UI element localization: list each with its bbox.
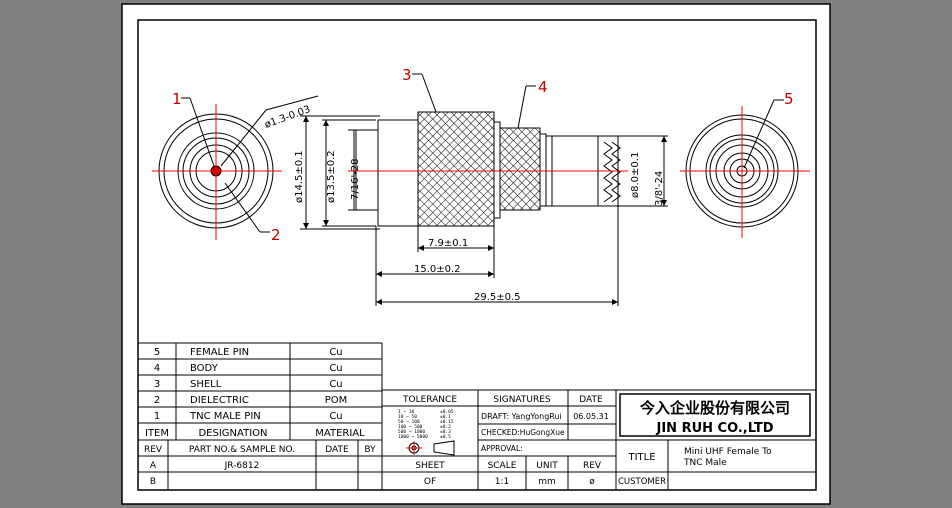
dim-od-13-5: ø13.5±0.2 [326,150,337,203]
bom-material: POM [325,395,348,406]
company-box [619,393,811,437]
bom-header-item: ITEM [145,428,169,439]
unit-value: mm [538,477,556,487]
tolerance-range: 1000 ~ 5000 [398,434,428,440]
bom-rows: 5 FEMALE PIN Cu 4 BODY Cu 3 SHELL Cu 2 D… [145,347,365,439]
part-header: PART NO.& SAMPLE NO. [189,445,295,455]
scale-label: SCALE [488,461,517,471]
company-name-en: JIN RUH CO.,LTD [655,421,773,436]
dim-thread-tnc: 3/8'-24 [654,171,665,206]
bom-item: 4 [154,363,160,374]
bom-material: Cu [329,379,342,390]
tolerance-value: ±0.5 [440,434,451,440]
tolerance-list: 1 ~ 10 ±0.05 10 ~ 50 ±0.1 50 ~ 100 ±0.15… [398,409,454,440]
callout-1-label: 1 [172,90,182,108]
checked-signature: CHECKED:HuGongXue [481,428,565,437]
right-end-view [680,99,810,238]
bom-item: 5 [154,347,160,358]
callout-4-label: 4 [538,78,548,96]
tolerance-range: 10 ~ 50 [398,414,417,420]
part-number: JR-6812 [224,461,260,471]
dim-len-29-5: 29.5±0.5 [474,292,521,303]
bom-material: Cu [329,363,342,374]
callout-5-label: 5 [784,90,794,108]
rev-row-a: A [150,461,157,471]
dim-len-7-9: 7.9±0.1 [428,238,468,249]
bom-designation: DIELECTRIC [190,395,249,406]
bom-item: 1 [154,411,160,422]
title-value-line-1: Mini UHF Female To [684,447,772,457]
tolerance-value: ±0.2 [440,424,451,430]
date-header: DATE [325,445,349,455]
by-header: BY [364,445,376,455]
approval-signature: APPROVAL: [481,444,523,453]
title-value-line-2: TNC Male [683,458,727,468]
left-end-view [152,95,319,240]
signatures-title: SIGNATURES [493,395,551,405]
sheet-label: SHEET [415,461,445,471]
draft-signature: DRAFT: YangYongRui [481,412,562,421]
bom-item: 3 [154,379,160,390]
scale-value: 1:1 [495,477,509,487]
side-view [300,73,668,306]
bom-header-designation: DESIGNATION [198,428,267,439]
dim-thread-uhf: 7/16'-28 [350,158,361,200]
tolerance-range: 500 ~ 1000 [398,429,425,435]
tolerance-title: TOLERANCE [402,395,457,405]
projection-symbol-icon [406,440,455,456]
draft-date: 06.05.31 [573,412,609,421]
tolerance-value: ±0.15 [440,419,454,425]
revision-table [138,440,382,490]
rev-row-b: B [150,477,156,487]
unit-label: UNIT [536,461,558,471]
rev-label: REV [583,461,602,471]
tolerance-range: 1 ~ 10 [398,409,415,415]
bom-material: Cu [329,347,342,358]
inner-border [137,19,817,491]
title-label: TITLE [627,452,655,463]
title-grid [381,389,816,490]
rev-value: ø [589,477,595,487]
tolerance-range: 50 ~ 100 [398,419,420,425]
bom-designation: FEMALE PIN [190,347,249,358]
callout-2-label: 2 [271,226,281,244]
callout-3-label: 3 [402,66,412,84]
rev-header: REV [144,445,163,455]
dim-od-8-0: ø8.0±0.1 [630,152,641,198]
tolerance-range: 100 ~ 500 [398,424,423,430]
bom-header-material: MATERIAL [315,428,365,439]
date-title: DATE [579,395,603,405]
dim-od-14-5: ø14.5±0.1 [294,150,305,203]
bom-item: 2 [154,395,160,406]
customer-label: CUSTOMER [618,477,666,487]
tolerance-value: ±0.1 [440,414,451,420]
sheet-value: OF [424,477,436,487]
tolerance-value: ±0.05 [440,409,454,415]
paper [121,3,831,505]
bom-material: Cu [329,411,342,422]
bom-designation: BODY [190,363,219,374]
dim-len-15-0: 15.0±0.2 [414,264,461,275]
bom-designation: TNC MALE PIN [189,411,261,422]
tolerance-value: ±0.3 [440,429,451,435]
bom-designation: SHELL [190,379,222,390]
company-name-cn: 今入企业股份有限公司 [639,399,790,417]
